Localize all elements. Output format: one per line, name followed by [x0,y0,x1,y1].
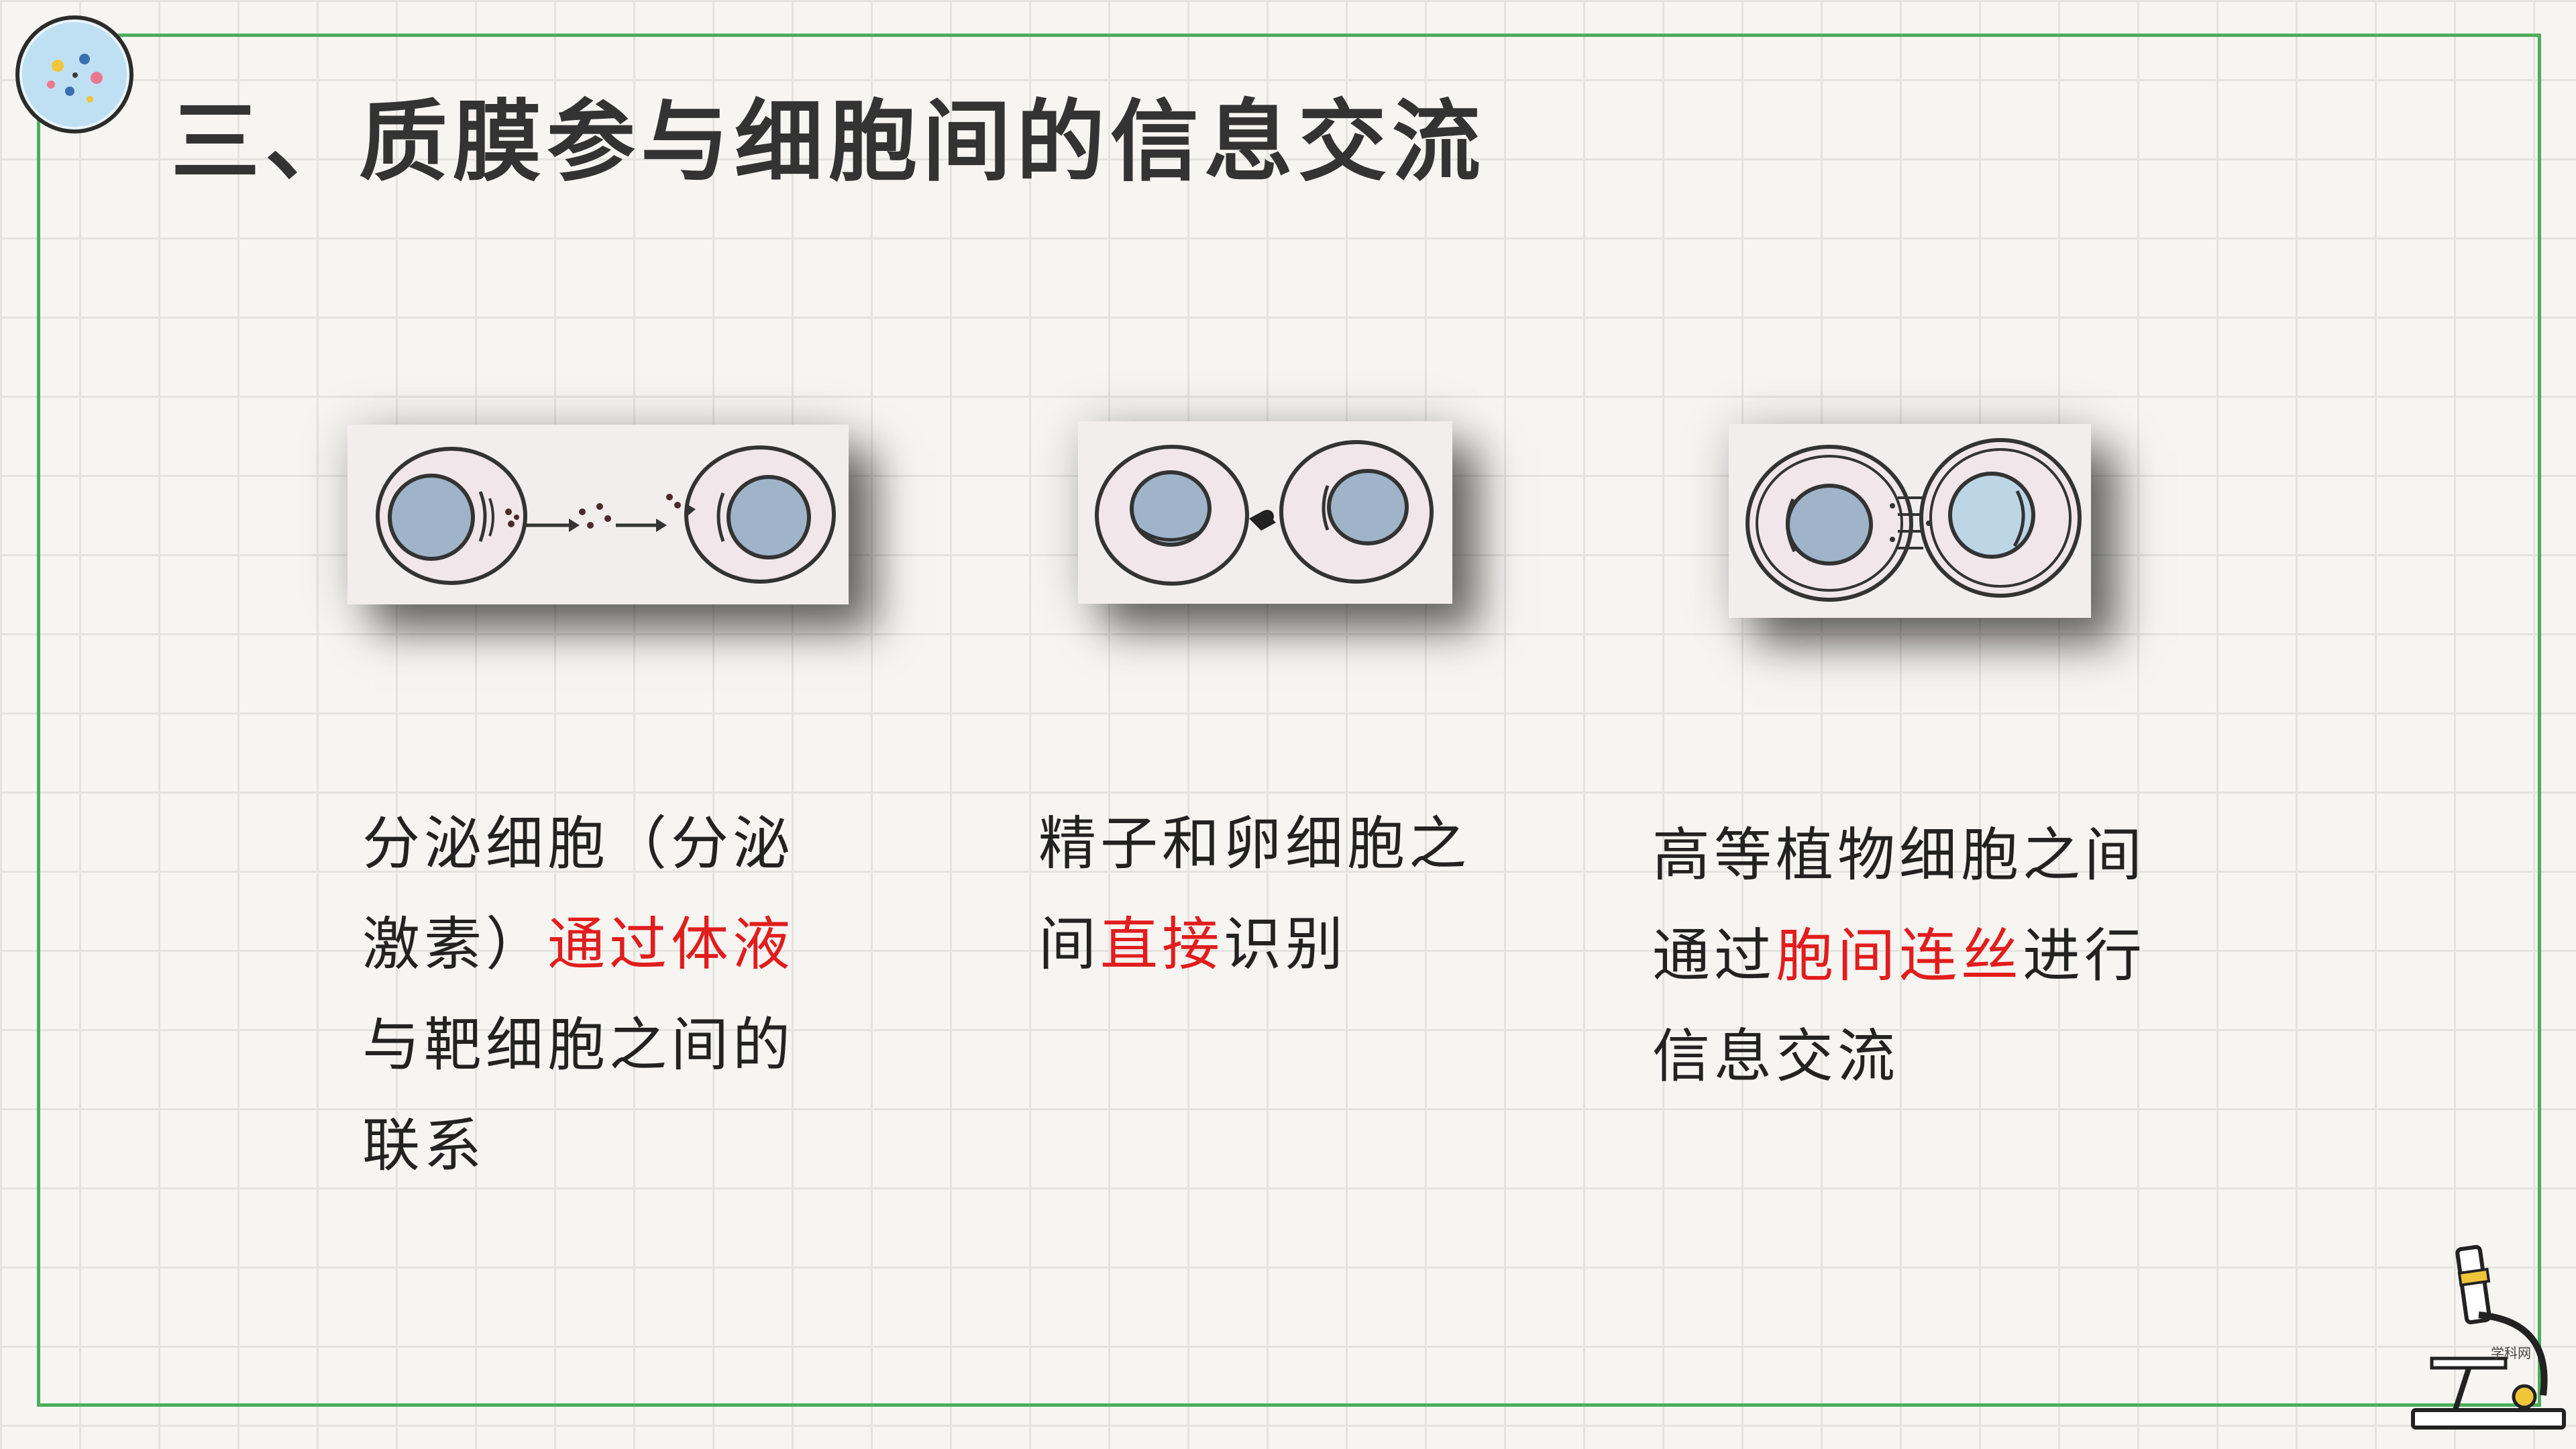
caption-sperm-egg: 精子和卵细胞之 间直接识别 [1038,794,1548,995]
caption-line: 与靶细胞之间的 [362,1012,794,1079]
caption-line: 高等植物细胞之间 [1652,822,2146,889]
secretory-cell-signal-figure [347,425,849,604]
highlight-text: 胞间连丝 [1776,922,2023,989]
caption-line: 精子和卵细胞之 [1038,810,1470,877]
content-frame [37,34,2541,1407]
sperm-egg-contact-figure [1078,421,1452,604]
caption-line: 通过胞间连丝进行 [1652,922,2146,989]
caption-line: 激素）通过体液 [362,911,794,978]
highlight-text: 直接 [1100,911,1224,978]
caption-line: 分泌细胞（分泌 [362,810,794,877]
caption-line: 间直接识别 [1038,911,1347,978]
petri-dish-icon [11,11,138,138]
caption-secretory: 分泌细胞（分泌 激素）通过体液 与靶细胞之间的 联系 [362,794,845,1196]
caption-line: 联系 [362,1112,486,1179]
caption-line: 信息交流 [1652,1023,1899,1090]
plasmodesmata-figure [1729,424,2091,618]
highlight-text: 通过体液 [547,911,794,978]
microscope-label: 学科网 [2491,1345,2531,1361]
microscope-icon: 学科网 [2405,1234,2569,1436]
caption-plasmodesmata: 高等植物细胞之间 通过胞间连丝进行 信息交流 [1652,805,2216,1107]
slide-title: 三、质膜参与细胞间的信息交流 [171,90,1486,194]
